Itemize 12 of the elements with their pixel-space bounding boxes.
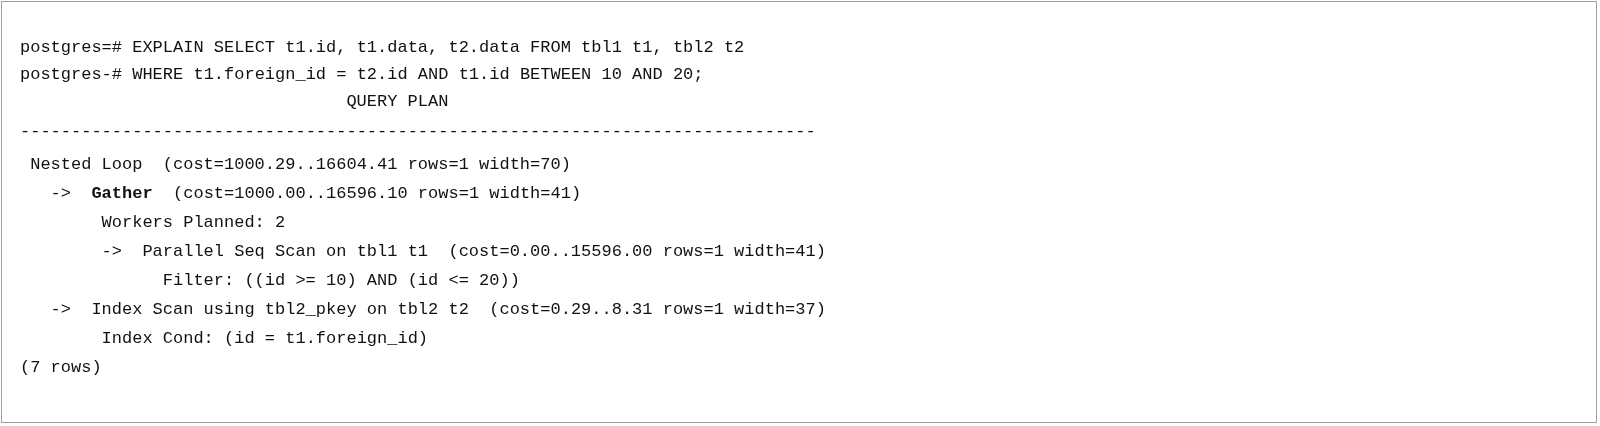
separator-line-text: ------------------------------------------------------------------------------ <box>20 122 816 142</box>
sql-command-line: postgres-# WHERE t1.foreign_id = t2.id AND t1.id BETWEEN 10 AND 20; <box>20 65 704 85</box>
column-header: QUERY PLAN <box>346 92 449 112</box>
row-count-text: (7 rows) <box>20 358 102 378</box>
plan-line: -> Parallel Seq Scan on tbl1 t1 (cost=0.00..15596.00 rows=1 width=41) <box>101 242 826 262</box>
plan-line: Nested Loop (cost=1000.29..16604.41 rows=1 width=70) <box>30 155 571 175</box>
sql-command-line: postgres=# EXPLAIN SELECT t1.id, t1.data, t2.data FROM tbl1 t1, tbl2 t2 <box>20 38 745 58</box>
plan-line: Filter: ((id >= 10) AND (id <= 20)) <box>162 271 520 291</box>
plan-line: -> Index Scan using tbl2_pkey on tbl2 t2 (cost=0.29..8.31 rows=1 width=37) <box>50 300 826 320</box>
plan-line: Index Cond: (id = t1.foreign_id) <box>101 329 429 349</box>
plan-line: Workers Planned: 2 <box>101 213 286 233</box>
plan-line: -> Gather (cost=1000.00..16596.10 rows=1 width=41) <box>50 184 582 204</box>
